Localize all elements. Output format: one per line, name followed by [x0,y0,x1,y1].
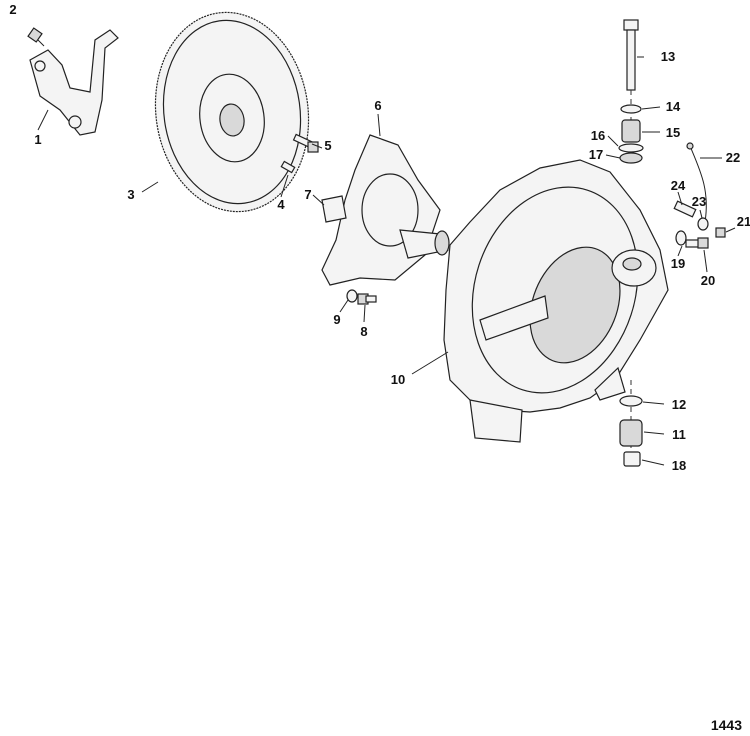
part-24-stud [673,200,697,218]
callout-9: 9 [333,312,340,327]
figure-id: 1443 [711,717,742,733]
callout-21: 21 [737,214,750,229]
part-17-washer [619,152,643,164]
part-9-washer [346,289,358,303]
callout-3: 3 [127,187,134,202]
part-6-coupler [321,134,450,286]
part-16-washer [618,143,644,153]
callout-2: 2 [9,2,16,17]
part-18-nut [623,451,641,467]
callout-5: 5 [324,138,331,153]
callout-22: 22 [726,150,740,165]
callout-15: 15 [666,125,680,140]
callout-12: 12 [672,397,686,412]
callout-23: 23 [692,194,706,209]
part-15-bushing [621,119,641,143]
part-19-washer [675,230,687,246]
callout-16: 16 [591,128,605,143]
callout-14: 14 [666,99,681,114]
callout-10: 10 [391,372,405,387]
callout-6: 6 [374,98,381,113]
part-3-flywheel [154,11,310,213]
callout-13: 13 [661,49,675,64]
callout-8: 8 [360,324,367,339]
callout-19: 19 [671,256,685,271]
part-21-nut [715,227,726,238]
callout-20: 20 [701,273,715,288]
part-8-bolt [357,293,377,305]
part-13-long-bolt [623,19,639,91]
part-2-bolt [27,27,45,47]
part-20-bolt [685,237,709,249]
part-11-bushing [619,419,643,447]
callout-18: 18 [672,458,686,473]
part-14-washer [620,104,642,114]
callout-1: 1 [34,132,41,147]
part-23-washer [697,217,709,231]
callout-24: 24 [671,178,686,193]
callout-11: 11 [672,427,686,442]
part-22-sensor-lead [686,142,707,223]
part-5-bolt [292,133,319,153]
callout-17: 17 [589,147,603,162]
callout-7: 7 [304,187,311,202]
part-10-flywheel-housing [443,159,669,443]
callout-4: 4 [277,197,285,212]
part-4-dowel-pin [280,160,296,174]
part-7-plate [321,195,347,223]
part-1-bracket [29,29,119,136]
leader-lines [37,56,736,466]
part-12-ring [619,395,643,407]
